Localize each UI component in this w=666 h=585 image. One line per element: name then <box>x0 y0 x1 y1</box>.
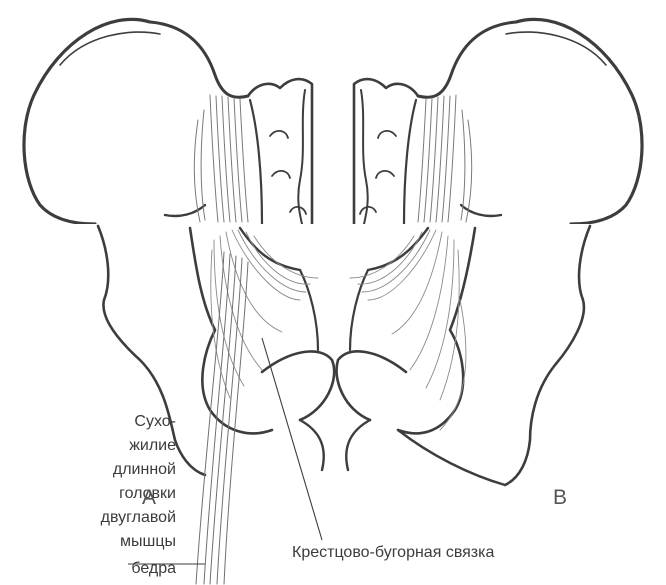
right-tuber-edge <box>398 430 505 485</box>
tendon-label-line-1: Сухо- <box>134 410 176 433</box>
left-sacrum-crest <box>298 90 305 224</box>
ligament-leader-line <box>262 338 322 540</box>
left-coccyx-edge <box>300 270 318 350</box>
right-iliac-crest-inner <box>506 32 606 65</box>
panel-a-letter: A <box>142 486 156 509</box>
left-iliac-crest-inner <box>60 32 160 65</box>
right-obturator-edge <box>346 420 370 470</box>
right-sacroiliac-fibers <box>418 95 472 222</box>
right-foramen-1 <box>378 131 396 138</box>
left-wing-lower-edge <box>165 205 205 216</box>
right-coccyx-edge <box>350 270 368 350</box>
tendon-label-line-6: мышцы <box>120 530 176 553</box>
tendon-label-line-3: длинной <box>113 458 176 481</box>
upper-panel <box>24 19 642 224</box>
left-sacrum-side <box>250 100 262 224</box>
left-wing-upper-edge <box>150 22 248 97</box>
left-foramen-1 <box>270 131 288 138</box>
ligament-label: Крестцово-бугорная связка <box>292 541 494 564</box>
left-iliac-wing <box>24 19 150 224</box>
right-foramen-2 <box>376 171 394 178</box>
tendon-label-line-2: жилие <box>129 434 176 457</box>
right-sacrotuberous-fibers <box>350 230 466 430</box>
right-ilium-outline <box>505 226 590 485</box>
right-sacrum-crest <box>361 90 368 224</box>
right-wing-upper-edge <box>418 22 516 97</box>
right-acetabular-arc <box>337 351 406 420</box>
left-obturator-edge <box>300 420 324 470</box>
left-foramen-2 <box>272 171 290 178</box>
right-sacrum-side <box>404 100 416 224</box>
left-sacroiliac-fibers <box>194 95 248 222</box>
tendon-label-line-7: бедра <box>131 557 176 580</box>
right-wing-lower-edge <box>461 205 501 216</box>
right-sacrum-low <box>368 228 428 270</box>
left-acetabular-arc <box>262 351 334 420</box>
panel-b-letter: B <box>553 486 567 509</box>
right-ischium-inner <box>398 228 475 433</box>
tendon-label-line-5: двуглавой <box>101 506 176 529</box>
right-iliac-wing <box>516 19 642 224</box>
